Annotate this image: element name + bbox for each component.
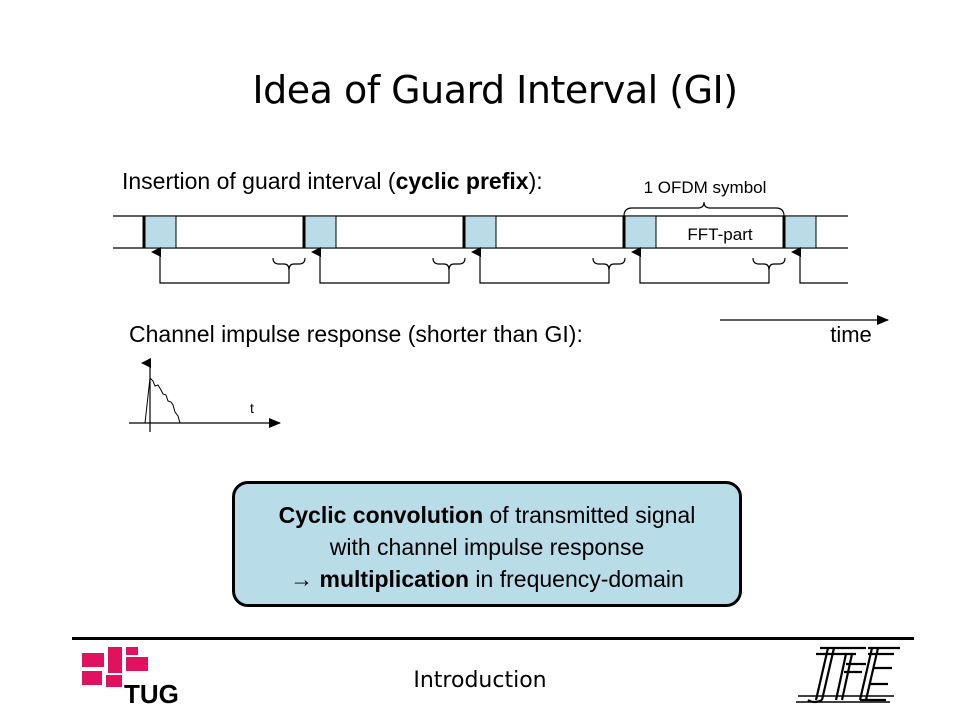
ofdm-symbol-label: 1 OFDM symbol [644,178,767,197]
tug-logo-mark [82,647,148,687]
guard-interval-4 [622,215,657,249]
footer-section-label: Introduction [413,668,547,693]
ofdm-symbol-brace [623,201,785,217]
guard-interval-3 [462,215,497,249]
insertion-heading: Insertion of guard interval (cyclic pref… [122,168,543,195]
copy-brace-4 [752,257,786,271]
tug-logo-text: TUG [124,679,179,707]
summary-box: Cyclic convolution of transmitted signal… [232,481,742,607]
slide-title: Idea of Guard Interval (GI) [252,68,738,112]
copy-brace-1 [272,257,306,271]
time-label: time [830,322,872,347]
summary-line-3: → multiplication in frequency-domain [235,563,739,595]
institute-logo [796,646,900,704]
summary-line3-rest: in frequency-domain [469,566,684,592]
t-axis-label: t [250,400,254,416]
impulse-response-curve [144,376,181,424]
copy-arrow-4 [631,247,770,284]
copy-brace-2 [432,257,466,271]
copy-arrow-3 [471,247,610,284]
summary-line1-rest: of transmitted signal [483,502,696,528]
summary-line1-bold: Cyclic convolution [278,502,484,528]
insertion-suffix: ): [528,168,543,194]
guard-interval-5 [782,215,817,249]
copy-arrow-2 [311,247,450,284]
channel-heading: Channel impulse response (shorter than G… [129,321,583,347]
copy-brace-3 [592,257,626,271]
footer-divider [72,637,914,640]
insertion-prefix: Insertion of guard interval ( [122,168,396,194]
insertion-bold: cyclic prefix [395,168,529,194]
summary-line-2: with channel impulse response [329,534,645,560]
guard-interval-1 [142,215,177,249]
summary-line3-arrow: → [290,566,320,592]
summary-line-1: Cyclic convolution of transmitted signal [235,499,739,531]
tug-logo: TUG [82,647,179,707]
guard-interval-2 [302,215,337,249]
fft-part-label: FFT-part [687,225,752,244]
summary-line3-bold: multiplication [319,566,470,592]
impulse-response-plot: t [129,358,281,432]
copy-arrow-1 [151,247,290,284]
copy-arrow-5 [791,247,848,284]
ofdm-stream-diagram: 1 OFDM symbol FFT-part time t [113,178,889,432]
